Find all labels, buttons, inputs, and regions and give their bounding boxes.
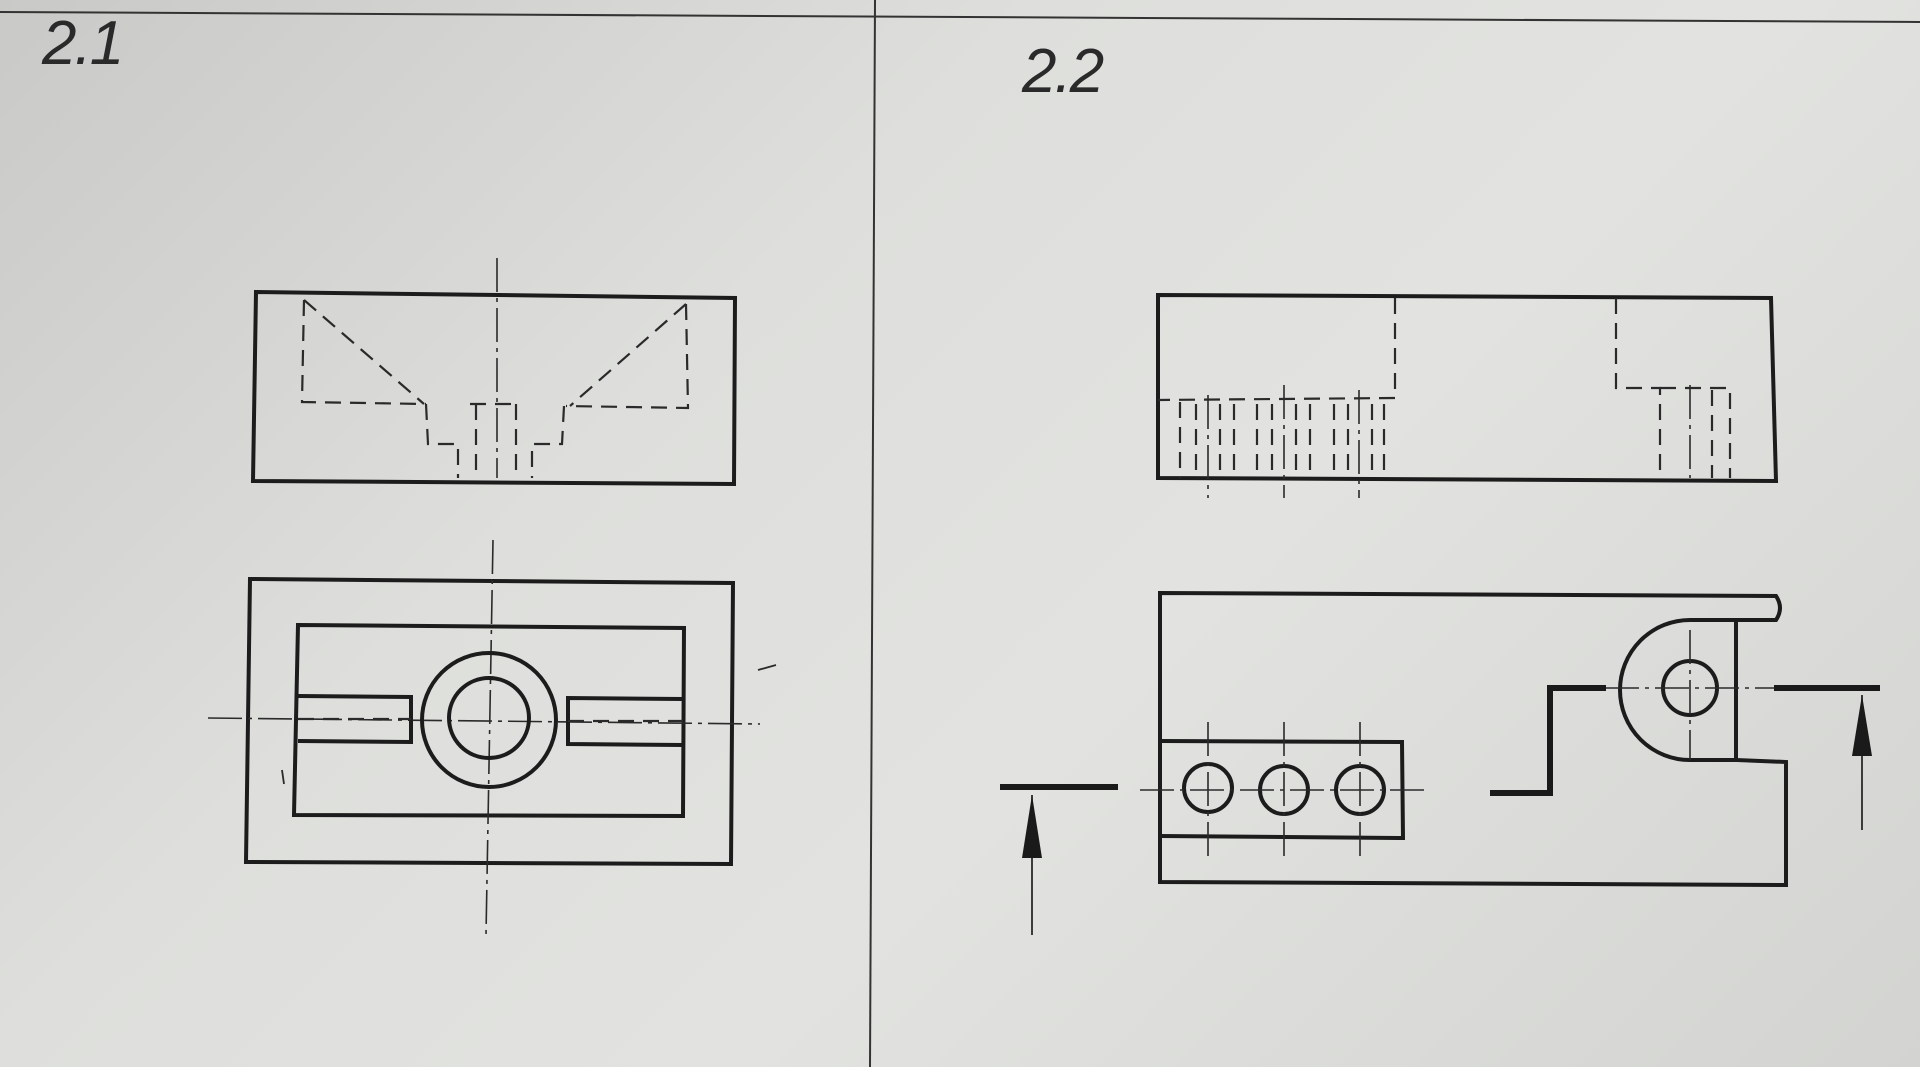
figure-label-2-2: 2.2	[1022, 37, 1104, 106]
fig22-front-view	[1156, 292, 1779, 498]
fig21-top-view	[207, 539, 777, 936]
panel-divider	[869, 0, 876, 1067]
figure-2-2	[1000, 292, 1880, 935]
fig21-front-view	[250, 258, 738, 487]
figure-2-1	[207, 258, 777, 936]
fig22-top-view	[1140, 590, 1788, 888]
section-cutting-plane	[1000, 685, 1880, 935]
top-border-line	[0, 11, 1920, 23]
figure-label-2-1: 2.1	[42, 9, 124, 78]
